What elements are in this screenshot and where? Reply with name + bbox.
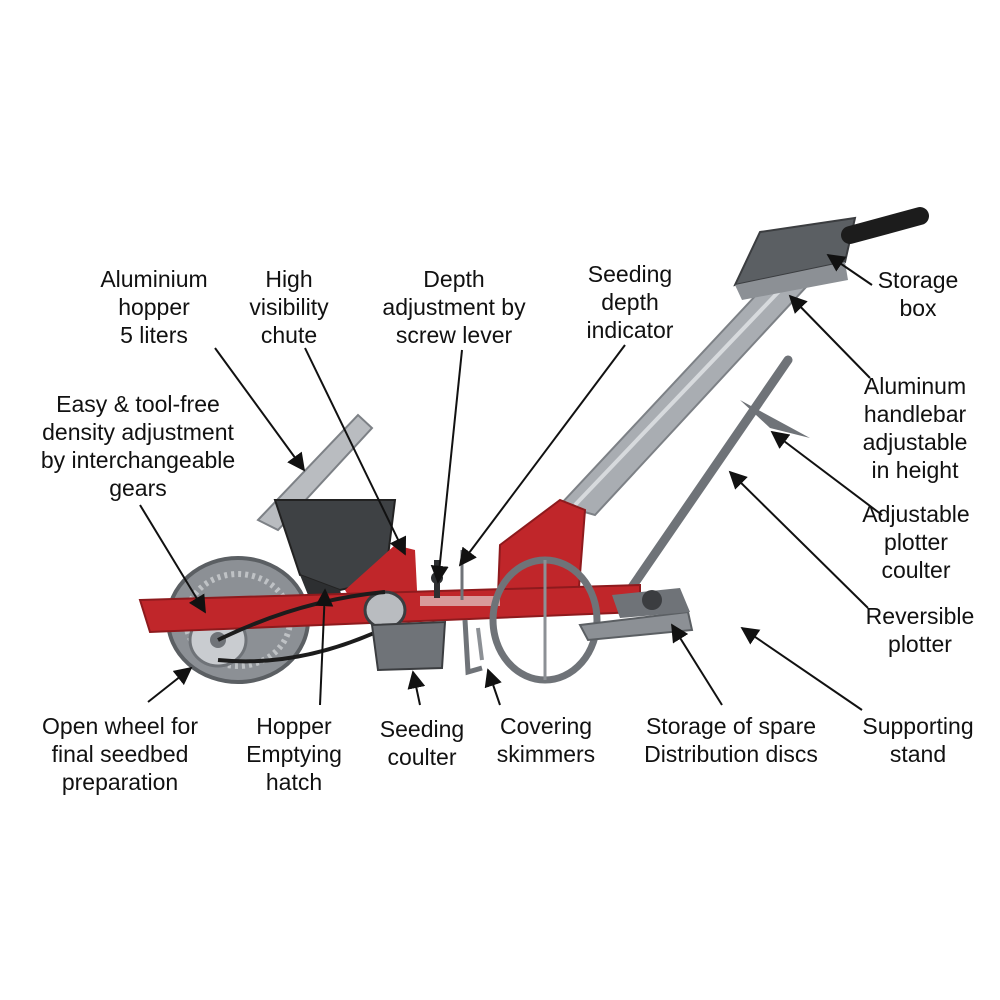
storage-box [733, 216, 857, 300]
label-aluminum-handlebar: Aluminum handlebar adjustable in height [862, 373, 968, 483]
label-density-adjustment: Easy & tool-free density adjustment by i… [40, 391, 236, 501]
label-spare-discs-storage: Storage of spare Distribution discs [644, 713, 818, 767]
leader-depth-adjustment [430, 349, 463, 584]
rear-wheel [489, 556, 601, 684]
leader-hatch [315, 588, 334, 706]
leader-seeding-coulter [407, 670, 426, 706]
label-adjustable-plotter-coulter: Adjustable plotter coulter [862, 501, 970, 583]
leader-open-wheel [147, 666, 193, 703]
leader-chute [304, 347, 407, 556]
leader-density [139, 504, 206, 614]
leader-reversible-plotter [728, 470, 869, 609]
label-depth-adjustment: Depth adjustment by screw lever [382, 266, 526, 348]
label-aluminium-hopper: Aluminium hopper 5 liters [100, 266, 208, 348]
label-covering-skimmers: Covering skimmers [496, 713, 596, 767]
leader-storage-box [826, 253, 873, 286]
label-supporting-stand: Supporting stand [862, 713, 974, 767]
leader-hopper [214, 347, 306, 472]
gear-and-chain [217, 590, 407, 664]
supporting-stand [578, 588, 694, 642]
covering-skimmers [462, 619, 484, 676]
seeding-coulter [370, 620, 447, 672]
leader-depth-indicator [458, 344, 626, 567]
leader-plotter-coulter [770, 430, 883, 516]
label-high-visibility-chute: High visibility chute [249, 266, 329, 348]
label-hopper-hatch: Hopper Emptying hatch [246, 713, 342, 795]
leader-supporting-stand [740, 626, 863, 711]
label-storage-box: Storage box [877, 267, 959, 321]
plotter-rod [625, 355, 810, 595]
leader-lines [139, 253, 883, 711]
leader-skimmers [484, 668, 502, 706]
label-open-wheel: Open wheel for final seedbed preparation [42, 713, 198, 795]
leader-spare-discs [671, 623, 723, 706]
label-reversible-plotter: Reversible plotter [865, 603, 975, 657]
leader-handlebar [788, 294, 871, 379]
handle-grip [841, 207, 929, 244]
label-seeding-depth-indicator: Seeding depth indicator [586, 261, 674, 343]
label-seeding-coulter: Seeding coulter [379, 716, 465, 770]
